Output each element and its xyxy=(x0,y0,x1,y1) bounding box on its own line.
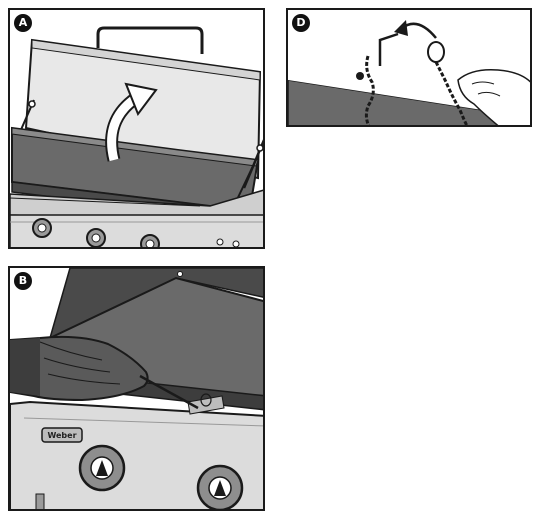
gloved-hand xyxy=(10,335,199,410)
step-b-panel: B Weber xyxy=(8,266,265,511)
svg-text:Weber: Weber xyxy=(47,431,76,440)
curved-arrow-icon xyxy=(105,82,158,162)
burner-knob xyxy=(140,234,160,247)
burner-knob xyxy=(86,228,106,247)
brand-logo: Weber xyxy=(41,427,83,443)
hook-bracket xyxy=(378,32,399,66)
lid-handle xyxy=(96,26,204,54)
burner-knob xyxy=(78,444,126,492)
griddle-underside xyxy=(288,79,530,125)
burner-knob xyxy=(32,218,52,238)
burner-knob xyxy=(196,464,244,509)
hook-arrow-icon xyxy=(394,20,437,39)
step-b-illustration: Weber xyxy=(10,268,263,509)
step-a-panel: A xyxy=(8,8,265,249)
step-d-panel: D xyxy=(286,8,532,127)
step-b-badge: B xyxy=(14,272,32,290)
twisted-cable xyxy=(364,55,375,125)
step-d-badge: D xyxy=(292,14,310,32)
step-d-illustration xyxy=(288,10,530,125)
step-a-badge: A xyxy=(14,14,32,32)
hand xyxy=(457,68,530,125)
step-a-illustration xyxy=(10,26,263,247)
